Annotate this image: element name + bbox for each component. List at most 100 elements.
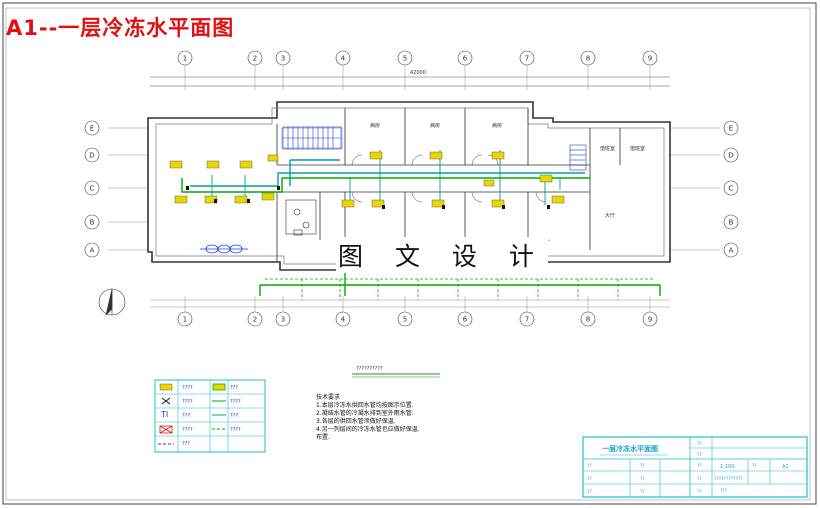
column-axis-bubble-label: 5	[403, 55, 407, 63]
notes-line: 布置.	[316, 434, 330, 441]
row-axis-bubble-label: A	[90, 247, 95, 255]
row-axis-bubble-label: C	[90, 185, 95, 193]
row-axis-bubble	[723, 180, 739, 196]
condensate-pipes	[265, 278, 655, 300]
hall-air-units	[200, 244, 248, 254]
row-axis-bubble	[723, 242, 739, 258]
room-labels: 病房 病房 病房 病房 病房 病房 值班室 值班室 大厅	[370, 122, 645, 219]
row-axis-bubble-label: E	[729, 125, 733, 133]
column-axis-bubble	[642, 311, 658, 327]
column-axis-bubble-label: 6	[463, 55, 468, 63]
legend-item-label: ????	[182, 385, 193, 391]
notes-line: 2.凝结水管的冷凝水排到室外雨水管.	[316, 410, 414, 417]
legend-item-label: ???	[230, 385, 238, 391]
column-axis-bubble-label: 7	[525, 316, 529, 324]
title-block-cell: ??	[697, 441, 702, 447]
row-axis-bubble	[723, 147, 739, 163]
row-axis-bubble-label: A	[729, 247, 734, 255]
column-axis-bubble-label: 2	[253, 316, 257, 324]
stair-left	[282, 126, 342, 150]
title-block-cell: ??	[587, 489, 592, 495]
column-axis-bubble-label: 4	[341, 55, 346, 63]
legend-table: TI	[154, 379, 266, 453]
north-arrow	[98, 288, 126, 316]
row-axis-bubble	[84, 242, 100, 258]
row-axis-bubble	[84, 214, 100, 230]
column-axis-bubble-label: 4	[341, 316, 346, 324]
column-axis-bubble	[275, 50, 291, 66]
legend-item-label: ???	[182, 413, 190, 419]
column-axis-bubble-label: 1	[183, 316, 187, 324]
legend-item-label: ???	[230, 413, 238, 419]
toilet-block	[285, 199, 317, 236]
notes-heading: 技术要求	[316, 394, 341, 401]
column-axis-bubble-label: 6	[463, 316, 468, 324]
room-label: 值班室	[600, 145, 615, 152]
fan-coil-units	[169, 151, 565, 208]
column-axis-bubble	[335, 311, 351, 327]
top-dimension-line	[150, 76, 670, 87]
column-axis-bubble	[642, 50, 658, 66]
title-block-scale: 1:100	[720, 464, 734, 470]
column-axis-bubble	[397, 50, 413, 66]
row-axis-bubble-label: D	[728, 152, 733, 160]
column-axis-bubble	[247, 311, 263, 327]
stair-right	[569, 144, 587, 171]
room-label: 值班室	[630, 145, 645, 152]
column-axis-bubble-label: 7	[525, 55, 529, 63]
title-block-drawing-name: 一层冷冻水平面图	[602, 444, 658, 453]
equipment-outline	[281, 127, 343, 149]
column-axis-bubble-label: 9	[648, 316, 652, 324]
sheet-inner-border	[5, 7, 811, 501]
row-axis-bubble	[84, 180, 100, 196]
row-axis-bubble-label: E	[90, 125, 94, 133]
row-axis-bubble-label: B	[90, 219, 95, 227]
column-axis-bubble-label: 9	[648, 55, 652, 63]
building-walls	[147, 101, 671, 271]
title-block-cell: ??	[640, 489, 645, 495]
column-axis-bubble	[177, 50, 193, 66]
row-axis-bubble-label: B	[729, 219, 734, 227]
title-block-cells: ????????????????????????	[587, 441, 757, 495]
column-axis-bubble	[457, 311, 473, 327]
title-block-cell: ??	[587, 463, 592, 469]
title-block-cell: ??	[697, 476, 702, 482]
row-axis-bubble	[84, 147, 100, 163]
legend-item-label: ????	[182, 427, 193, 433]
column-axis-bubble	[247, 50, 263, 66]
title-block-cell: ??	[697, 489, 702, 495]
column-axis-bubble	[275, 311, 291, 327]
column-axis-bubble-label: 8	[586, 316, 590, 324]
room-label: 病房	[430, 122, 440, 129]
notes-line: 1.本层冷冻水供回水管均按图示位置.	[316, 402, 414, 409]
overall-dimension: 42000	[410, 70, 426, 76]
row-axis-bubble	[84, 120, 100, 136]
column-axis-bubble	[580, 50, 596, 66]
column-axis-bubble	[397, 311, 413, 327]
title-block-cell: ??	[697, 463, 702, 469]
title-block-cell: ??	[640, 476, 645, 482]
row-axes-right: E D C B A	[723, 120, 739, 258]
title-block-sub: ???	[720, 488, 728, 494]
legend-item-labels: ????????????????????????????????	[182, 385, 241, 447]
row-axis-bubble-label: C	[729, 185, 734, 193]
room-label: 病房	[492, 122, 502, 129]
room-label: 大厅	[605, 212, 615, 219]
notes-line: 3.各层的供回水管须做好保温.	[316, 418, 396, 425]
column-axis-bubble-label: 3	[281, 316, 285, 324]
column-axis-bubble-label: 3	[281, 55, 285, 63]
chilled-water-return-pipe	[190, 159, 585, 187]
legend-item-label: ????	[230, 399, 241, 405]
column-axis-bubble-label: 8	[586, 55, 590, 63]
row-axis-bubble	[723, 214, 739, 230]
column-axis-bubble	[580, 311, 596, 327]
title-block-code: ????????????	[714, 476, 743, 482]
title-block-cell: ??	[587, 476, 592, 482]
column-axis-bubble-label: 1	[183, 55, 187, 63]
svg-text:TI: TI	[160, 410, 168, 419]
